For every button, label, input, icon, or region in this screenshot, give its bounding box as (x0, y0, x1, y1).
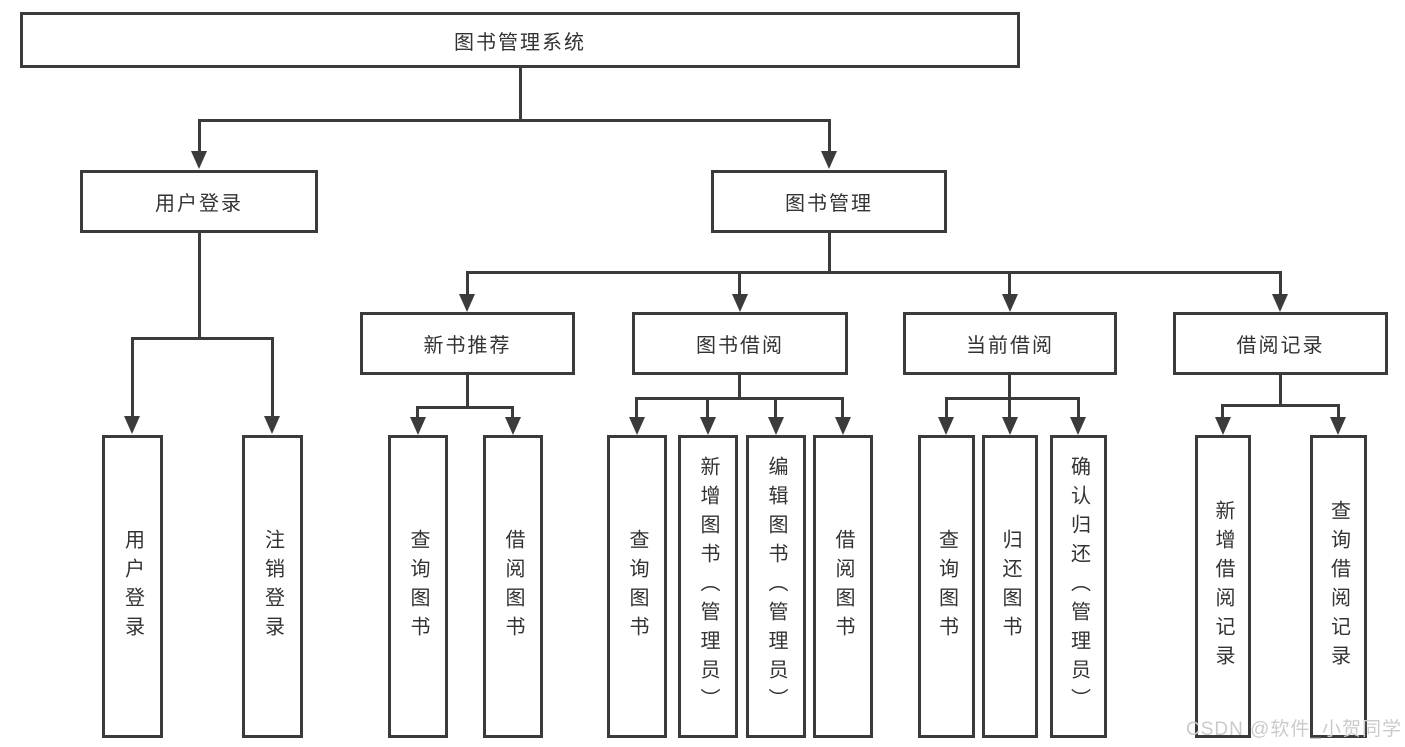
leaf-confirm-return-admin-label: 确认归还（管理员） (1067, 456, 1090, 717)
connector-user-login-trunk (198, 233, 201, 340)
arrowhead-down-icon (1330, 417, 1346, 435)
arrowhead-down-icon (1215, 417, 1231, 435)
arrowhead-down-icon (264, 416, 280, 434)
connector-borrow-records-trunk (1279, 375, 1282, 407)
arrowhead-down-icon (821, 151, 837, 169)
arrowhead-down-icon (768, 417, 784, 435)
connector-user-login-rail (131, 337, 274, 340)
leaf-logout: 注销登录 (242, 435, 303, 738)
connector-drop-book-borrow (738, 271, 741, 297)
connector-current-borrow-trunk (1008, 375, 1011, 400)
connector-drop-leaf (1077, 397, 1080, 420)
connector-current-borrow-rail (945, 397, 1080, 400)
leaf-newrec-borrow-books: 借阅图书 (483, 435, 543, 738)
connector-drop-user-login (198, 119, 201, 154)
connector-book-mgmt-trunk (828, 233, 831, 274)
connector-drop-leaf (635, 397, 638, 420)
arrowhead-down-icon (938, 417, 954, 435)
arrowhead-down-icon (1272, 294, 1288, 312)
arrowhead-down-icon (1070, 417, 1086, 435)
leaf-add-borrow-record-label: 新增借阅记录 (1212, 499, 1234, 674)
node-user-login-label: 用户登录 (155, 193, 243, 215)
node-borrow-records-label: 借阅记录 (1236, 335, 1325, 357)
node-current-borrow-label: 当前借阅 (966, 335, 1054, 357)
leaf-current-query-books-label: 查询图书 (935, 528, 958, 645)
connector-drop-leaf (774, 397, 777, 420)
connector-drop-leaf (841, 397, 844, 420)
leaf-user-login-label: 用户登录 (121, 528, 144, 645)
connector-root-trunk (519, 68, 522, 122)
connector-root-rail (198, 119, 831, 122)
csdn-watermark: CSDN @软件_小贺同学 (1186, 719, 1402, 740)
connector-drop-leaf (416, 406, 419, 420)
leaf-user-login: 用户登录 (102, 435, 163, 738)
node-book-borrow-label: 图书借阅 (696, 335, 784, 357)
arrowhead-down-icon (124, 416, 140, 434)
leaf-borrow-query-books-label: 查询图书 (626, 528, 648, 645)
connector-drop-borrow-records (1279, 271, 1282, 297)
arrowhead-down-icon (505, 417, 521, 435)
arrowhead-down-icon (459, 294, 475, 312)
leaf-add-borrow-record: 新增借阅记录 (1195, 435, 1251, 738)
arrowhead-down-icon (410, 417, 426, 435)
leaf-add-books-admin-label: 新增图书（管理员） (697, 456, 719, 717)
node-current-borrow: 当前借阅 (903, 312, 1117, 375)
leaf-borrow-books: 借阅图书 (813, 435, 873, 738)
leaf-query-borrow-record-label: 查询借阅记录 (1327, 499, 1350, 674)
arrowhead-down-icon (835, 417, 851, 435)
node-root: 图书管理系统 (20, 12, 1020, 68)
node-book-mgmt-label: 图书管理 (785, 193, 873, 215)
connector-new-book-rec-trunk (466, 375, 469, 409)
leaf-edit-books-admin-label: 编辑图书（管理员） (765, 456, 787, 717)
connector-drop-new-book-rec (466, 271, 469, 297)
node-book-borrow: 图书借阅 (632, 312, 848, 375)
node-borrow-records: 借阅记录 (1173, 312, 1388, 375)
arrowhead-down-icon (1002, 294, 1018, 312)
leaf-query-borrow-record: 查询借阅记录 (1310, 435, 1367, 738)
node-user-login: 用户登录 (80, 170, 318, 233)
arrowhead-down-icon (700, 417, 716, 435)
connector-drop-leaf (1337, 404, 1340, 420)
arrowhead-down-icon (732, 294, 748, 312)
connector-book-borrow-rail (635, 397, 844, 400)
connector-drop-current-borrow (1008, 271, 1011, 297)
connector-drop-leaf-logout (271, 337, 274, 419)
connector-drop-leaf (706, 397, 709, 420)
node-book-mgmt: 图书管理 (711, 170, 947, 233)
connector-drop-leaf-user-login (131, 337, 134, 419)
connector-drop-leaf (1008, 397, 1011, 420)
leaf-newrec-query-books: 查询图书 (388, 435, 448, 738)
leaf-return-books-label: 归还图书 (999, 528, 1021, 645)
leaf-borrow-books-label: 借阅图书 (832, 528, 854, 645)
leaf-current-query-books: 查询图书 (918, 435, 975, 738)
leaf-borrow-query-books: 查询图书 (607, 435, 667, 738)
connector-new-book-rec-rail (416, 406, 514, 409)
arrowhead-down-icon (629, 417, 645, 435)
node-root-label: 图书管理系统 (454, 31, 586, 54)
arrowhead-down-icon (1002, 417, 1018, 435)
node-new-book-rec-label: 新书推荐 (423, 335, 512, 357)
leaf-edit-books-admin: 编辑图书（管理员） (746, 435, 806, 738)
connector-drop-leaf (945, 397, 948, 420)
connector-drop-leaf (511, 406, 514, 420)
connector-book-borrow-trunk (738, 375, 741, 400)
leaf-confirm-return-admin: 确认归还（管理员） (1050, 435, 1107, 738)
arrowhead-down-icon (191, 151, 207, 169)
connector-borrow-records-rail (1221, 404, 1340, 407)
leaf-newrec-query-books-label: 查询图书 (407, 528, 429, 645)
leaf-return-books: 归还图书 (982, 435, 1038, 738)
connector-drop-leaf (1221, 404, 1224, 420)
connector-book-mgmt-rail (466, 271, 1282, 274)
connector-drop-book-mgmt (828, 119, 831, 154)
node-new-book-rec: 新书推荐 (360, 312, 575, 375)
leaf-logout-label: 注销登录 (261, 528, 284, 645)
leaf-newrec-borrow-books-label: 借阅图书 (502, 528, 524, 645)
leaf-add-books-admin: 新增图书（管理员） (678, 435, 738, 738)
